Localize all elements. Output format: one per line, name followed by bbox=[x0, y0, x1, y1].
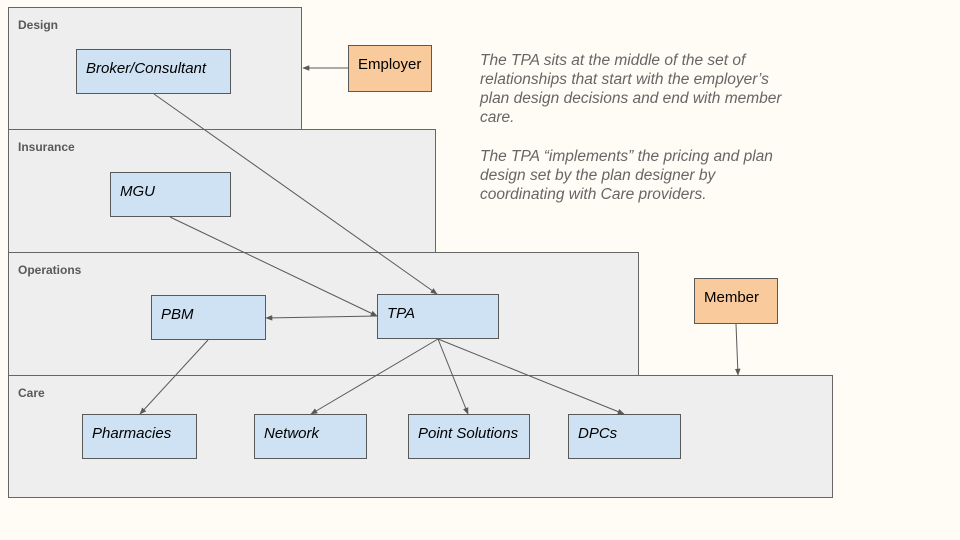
network-box[interactable]: Network bbox=[254, 414, 367, 459]
care-layer-title: Care bbox=[18, 386, 45, 400]
pharmacies-box[interactable]: Pharmacies bbox=[82, 414, 197, 459]
pbm-box[interactable]: PBM bbox=[151, 295, 266, 340]
operations-layer: Operations bbox=[8, 252, 639, 382]
design-layer-title: Design bbox=[18, 18, 59, 32]
note-paragraph-2: The TPA “implements” the pricing and pla… bbox=[480, 148, 773, 203]
insurance-layer-title: Insurance bbox=[18, 140, 75, 154]
point-solutions-box[interactable]: Point Solutions bbox=[408, 414, 530, 459]
member-to-care-arrow bbox=[734, 323, 741, 376]
dpcs-box[interactable]: DPCs bbox=[568, 414, 681, 459]
employer-box[interactable]: Employer bbox=[348, 45, 432, 92]
mgu-box[interactable]: MGU bbox=[110, 172, 231, 217]
operations-layer-title: Operations bbox=[18, 263, 82, 277]
note-paragraph-1: The TPA sits at the middle of the set of… bbox=[480, 52, 782, 126]
tpa-box[interactable]: TPA bbox=[377, 294, 499, 339]
member-box[interactable]: Member bbox=[694, 278, 778, 324]
broker-consultant-box[interactable]: Broker/Consultant bbox=[76, 49, 231, 94]
